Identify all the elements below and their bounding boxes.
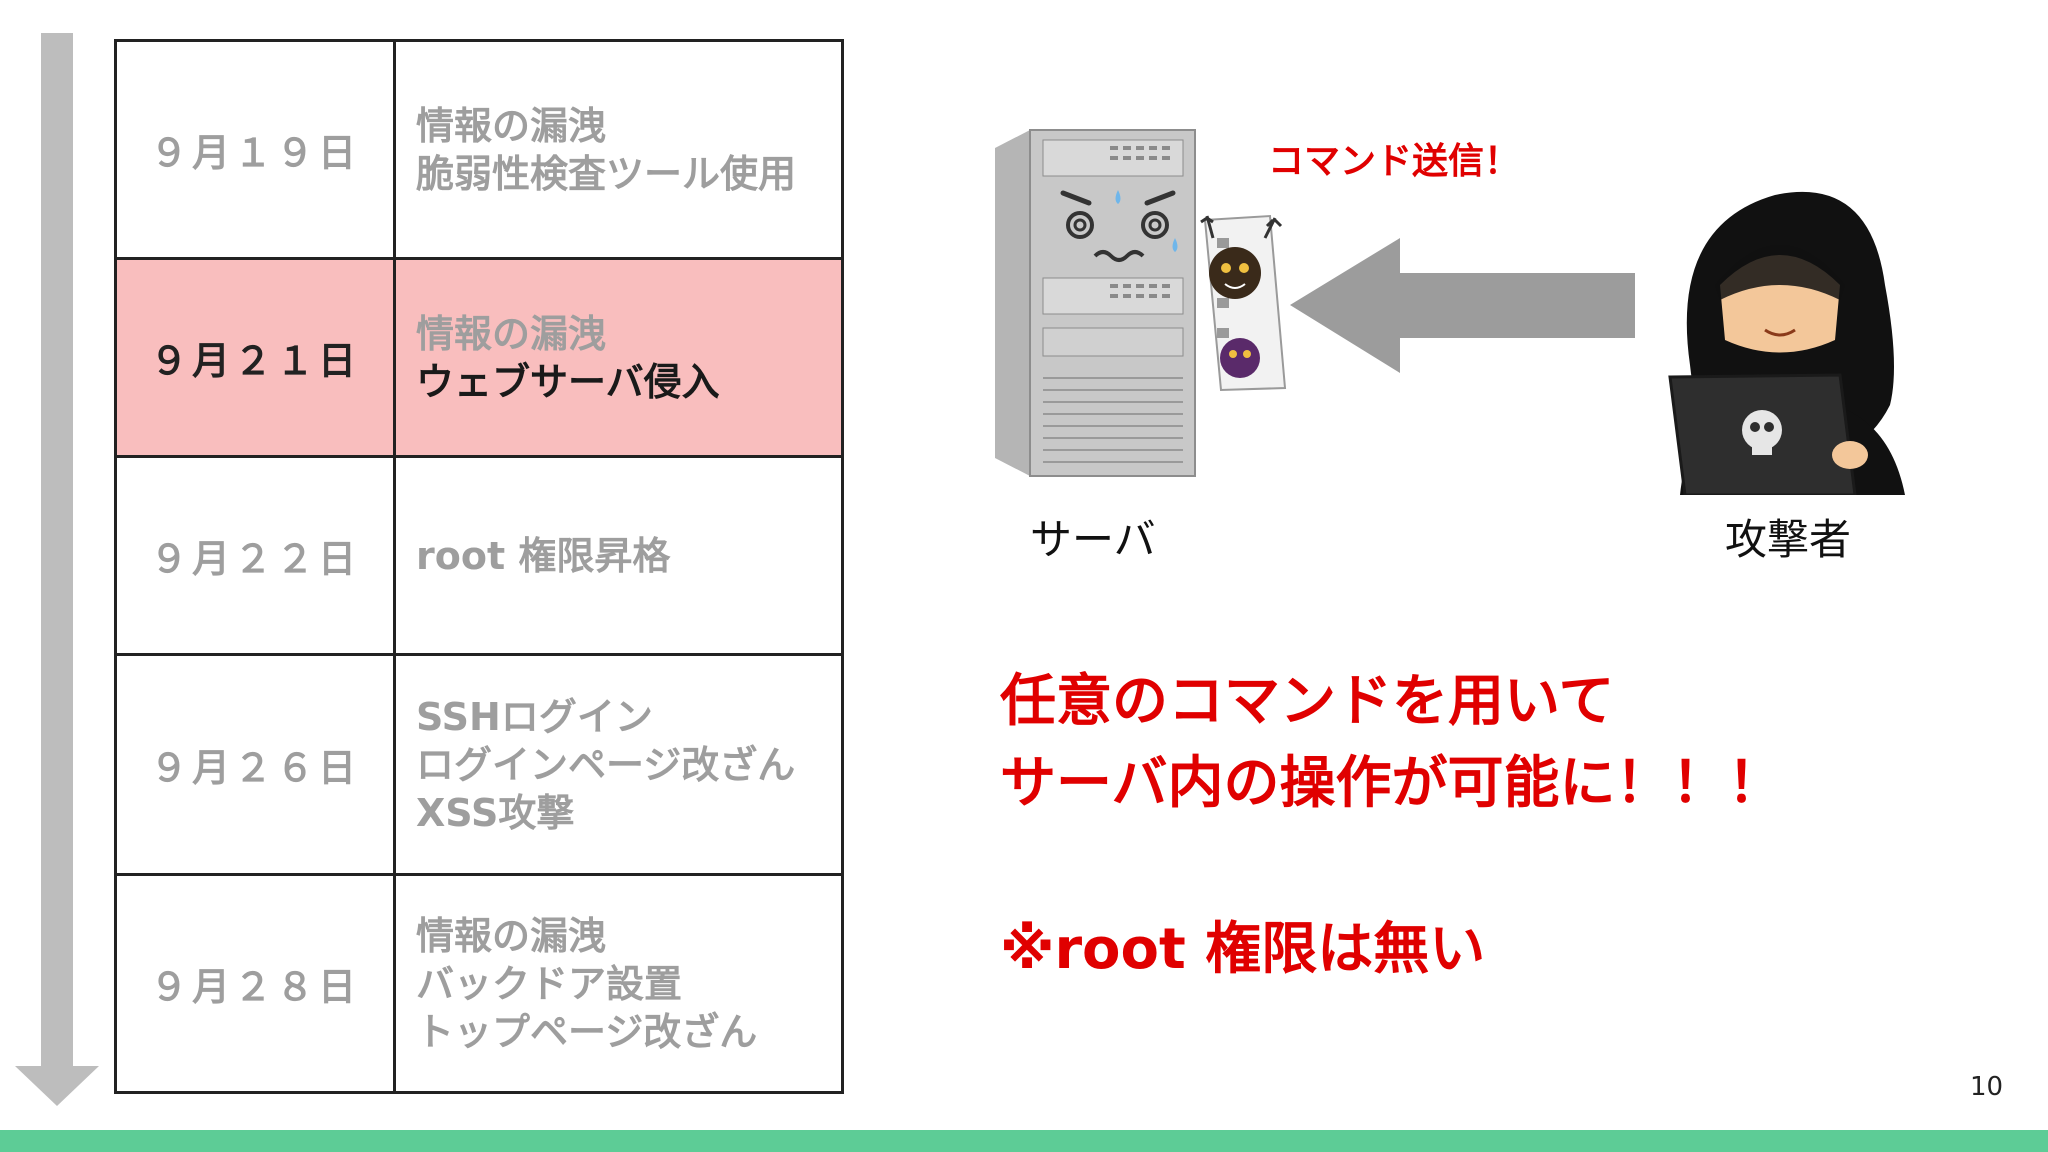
event-text: 脆弱性検査ツール使用 — [416, 151, 797, 196]
event-text: 情報の漏洩 — [416, 311, 607, 356]
event-text: root 権限昇格 — [416, 533, 671, 578]
row-events: root 権限昇格 — [393, 455, 844, 656]
timeline-row: ９月２８日 情報の漏洩 バックドア設置 トップページ改ざん — [114, 873, 844, 1094]
event-text: 情報の漏洩 — [416, 103, 607, 148]
event-text-active: ウェブサーバ侵入 — [416, 359, 720, 404]
footer-bar — [0, 1130, 2048, 1152]
timeline-row: ９月２６日 SSHログイン ログインページ改ざん XSS攻撃 — [114, 653, 844, 876]
event-text: ログインページ改ざん — [416, 742, 796, 787]
timeline-arrow-shaft — [41, 33, 73, 1073]
row-date: ９月１９日 — [114, 39, 396, 260]
server-icon — [995, 129, 1287, 477]
timeline-row: ９月２２日 root 権限昇格 — [114, 455, 844, 656]
row-events: 情報の漏洩 ウェブサーバ侵入 — [393, 257, 844, 458]
event-text: トップページ改ざん — [416, 1009, 758, 1054]
arrow-left-icon — [1290, 238, 1635, 373]
page-number: 10 — [1970, 1072, 2004, 1102]
row-date: ９月２８日 — [114, 873, 396, 1094]
hacker-icon — [1668, 191, 1905, 495]
message-line-1: 任意のコマンドを用いて — [1000, 669, 1615, 734]
event-text: 情報の漏洩 — [416, 913, 607, 958]
row-events: 情報の漏洩 バックドア設置 トップページ改ざん — [393, 873, 844, 1094]
command-label: コマンド送信！ — [1268, 141, 1521, 182]
event-text: バックドア設置 — [416, 961, 683, 1006]
row-events: SSHログイン ログインページ改ざん XSS攻撃 — [393, 653, 844, 876]
server-label: サーバ — [1030, 515, 1156, 564]
timeline-row-highlighted: ９月２１日 情報の漏洩 ウェブサーバ侵入 — [114, 257, 844, 458]
timeline-arrow-head — [15, 1066, 99, 1106]
row-date: ９月２６日 — [114, 653, 396, 876]
message-line-2: サーバ内の操作が可能に！！！ — [1000, 751, 1784, 816]
event-text: SSHログイン — [416, 694, 653, 739]
timeline-row: ９月１９日 情報の漏洩 脆弱性検査ツール使用 — [114, 39, 844, 260]
attacker-label: 攻撃者 — [1725, 515, 1852, 564]
row-date: ９月２２日 — [114, 455, 396, 656]
timeline-table: ９月１９日 情報の漏洩 脆弱性検査ツール使用 ９月２１日 情報の漏洩 ウェブサー… — [114, 39, 844, 1094]
message-note: ※root 権限は無い — [1000, 917, 1486, 982]
row-events: 情報の漏洩 脆弱性検査ツール使用 — [393, 39, 844, 260]
event-text: XSS攻撃 — [416, 790, 575, 835]
row-date: ９月２１日 — [114, 257, 396, 458]
